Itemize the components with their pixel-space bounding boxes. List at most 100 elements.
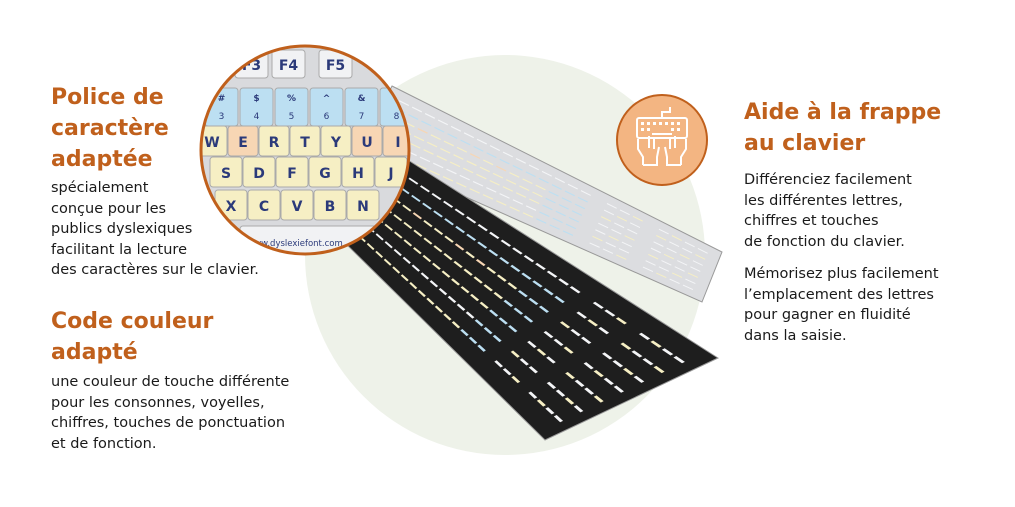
keyboard-key bbox=[444, 218, 454, 226]
key-label: Y bbox=[330, 135, 342, 151]
letter-key bbox=[351, 125, 383, 157]
keyboard-key bbox=[437, 119, 449, 126]
keyboard-key bbox=[598, 222, 609, 229]
keyboard-key bbox=[522, 212, 534, 218]
keyboard-key bbox=[453, 260, 463, 269]
keyboard-key bbox=[677, 260, 688, 266]
keyboard-key bbox=[620, 342, 632, 350]
keyboard-key bbox=[671, 235, 682, 241]
keyboard-key bbox=[653, 241, 664, 247]
keyboard-key bbox=[555, 210, 566, 217]
key-label: R bbox=[269, 135, 280, 151]
keyboard-key bbox=[669, 241, 680, 248]
keyboard-key bbox=[536, 348, 547, 356]
keyboard-key bbox=[447, 295, 457, 304]
keyboard-key bbox=[616, 215, 628, 222]
keyboard-key bbox=[392, 266, 401, 274]
keyboard-key bbox=[443, 313, 452, 321]
keyboard-key bbox=[528, 366, 538, 374]
keyboard-key bbox=[623, 367, 634, 376]
color-section-text: une couleur de touche différente pour le… bbox=[51, 374, 290, 452]
letter-key bbox=[346, 189, 380, 221]
keyboard-key bbox=[460, 286, 470, 294]
keyboard-key bbox=[656, 235, 667, 241]
keyboard-key bbox=[574, 203, 585, 210]
key-label: N bbox=[357, 199, 369, 215]
keyboard-key bbox=[551, 184, 562, 190]
keyboard-key bbox=[565, 371, 575, 380]
keyboard-key bbox=[593, 369, 604, 378]
keyboard-key bbox=[592, 301, 604, 309]
keyboard-key bbox=[536, 218, 547, 224]
keyboard-key bbox=[384, 241, 393, 249]
keyboard-key bbox=[685, 278, 696, 284]
keyboard-key bbox=[430, 134, 441, 141]
keyboard-key bbox=[656, 272, 667, 278]
keyboard-key bbox=[366, 242, 375, 251]
keyboard-key bbox=[528, 164, 539, 171]
keyboard-key bbox=[496, 165, 507, 172]
keyboard-key bbox=[648, 253, 659, 260]
typing-paragraph-2: Mémorisez plus facilement l’emplacement … bbox=[744, 266, 939, 344]
keyboard-key bbox=[466, 160, 477, 167]
keyboard-key bbox=[561, 197, 572, 203]
keyboard-key bbox=[517, 290, 528, 298]
keyboard-key bbox=[463, 268, 473, 276]
keyboard-key bbox=[429, 170, 440, 176]
keyboard-key bbox=[535, 184, 546, 191]
keyboard-key bbox=[562, 230, 574, 236]
keyboard-key bbox=[509, 206, 520, 212]
keyboard-key bbox=[515, 158, 526, 164]
keyboard-key bbox=[417, 127, 428, 134]
keyboard-key bbox=[496, 200, 507, 206]
keyboard-key bbox=[466, 216, 477, 224]
keyboard-key bbox=[618, 248, 630, 254]
keyboard-key bbox=[408, 114, 419, 120]
keyboard-key bbox=[486, 152, 497, 159]
keyboard-key bbox=[375, 250, 383, 258]
keyboard-key bbox=[564, 190, 575, 197]
keyboard-key bbox=[440, 147, 451, 154]
keyboard-key bbox=[512, 247, 523, 255]
keyboard-key bbox=[611, 228, 622, 235]
keyboard-key bbox=[658, 266, 669, 272]
keyboard-key bbox=[682, 247, 693, 254]
keyboard-key bbox=[603, 377, 614, 385]
keyboard-key bbox=[535, 262, 546, 271]
keyboard-key bbox=[538, 177, 549, 184]
key-label: F bbox=[287, 166, 297, 182]
keyboard-key bbox=[515, 192, 527, 198]
letter-key bbox=[280, 189, 314, 221]
key-label: W bbox=[204, 135, 219, 151]
keyboard-key bbox=[460, 139, 471, 146]
keyboard-key bbox=[394, 231, 403, 239]
keyboard-key bbox=[483, 159, 494, 166]
keyboard-key bbox=[666, 247, 677, 254]
keyboard-key bbox=[459, 174, 470, 181]
keyboard-key bbox=[633, 375, 645, 383]
keyboard-key bbox=[661, 260, 672, 266]
keyboard-key bbox=[519, 358, 529, 366]
keyboard-key bbox=[580, 190, 591, 196]
keyboard-key bbox=[489, 179, 500, 186]
keyboard-key bbox=[612, 360, 624, 368]
keyboard-key bbox=[400, 274, 409, 282]
keyboard-key bbox=[416, 163, 427, 170]
keyboard-key bbox=[403, 239, 413, 247]
keyboard-key bbox=[631, 350, 643, 358]
keyboard-key bbox=[521, 272, 532, 280]
keyboard-key bbox=[492, 172, 504, 179]
keyboard-key bbox=[669, 278, 680, 285]
key-label: # bbox=[218, 94, 226, 104]
keyboard-key bbox=[674, 266, 685, 272]
keyboard-key bbox=[695, 254, 706, 260]
keyboard-key bbox=[500, 239, 512, 247]
keyboard-key bbox=[420, 272, 430, 280]
keyboard-key bbox=[447, 133, 458, 140]
keyboard-key bbox=[475, 258, 486, 267]
keyboard-key bbox=[527, 340, 537, 348]
black-keyboard bbox=[341, 159, 720, 441]
keyboard-key bbox=[502, 186, 513, 192]
keyboard-key bbox=[473, 145, 484, 152]
keyboard-key bbox=[692, 260, 703, 266]
